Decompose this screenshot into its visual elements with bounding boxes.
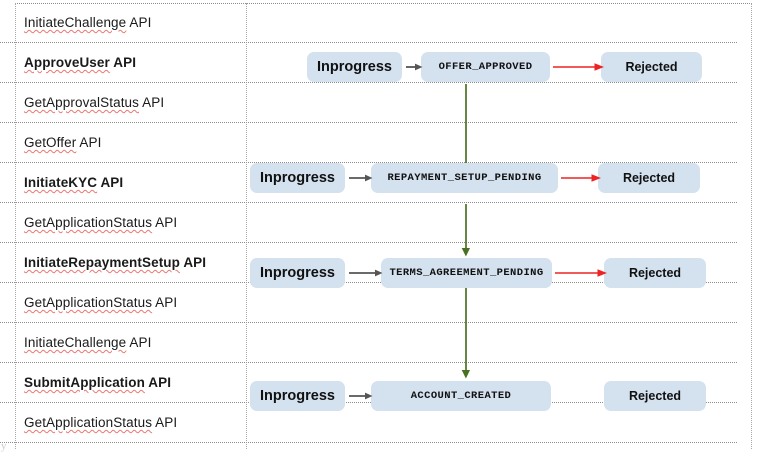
table-row <box>0 403 737 443</box>
inprogress-node[interactable]: Inprogress <box>250 163 345 193</box>
api-name-label: GetApplicationStatus API <box>24 295 178 310</box>
spellcheck-underlined-text: GetApprovalStatus <box>24 95 140 110</box>
table-row <box>0 283 737 323</box>
api-name-label: GetApprovalStatus API <box>24 95 165 110</box>
spellcheck-underlined-text: InitiateChallenge <box>24 15 127 30</box>
api-name-label: GetApplicationStatus API <box>24 215 178 230</box>
inprogress-node[interactable]: Inprogress <box>250 258 345 288</box>
rejected-node[interactable]: Rejected <box>604 258 706 288</box>
api-name-label: InitiateKYC API <box>24 175 124 190</box>
table-row <box>0 163 737 203</box>
rejected-node[interactable]: Rejected <box>604 381 706 411</box>
spellcheck-underlined-text: GetOffer <box>24 135 77 150</box>
api-name-label: InitiateChallenge API <box>24 335 152 350</box>
api-name-label: GetApplicationStatus API <box>24 415 178 430</box>
state-node[interactable]: TERMS_AGREEMENT_PENDING <box>381 258 552 288</box>
api-name-label: GetOffer API <box>24 135 102 150</box>
table-row <box>0 123 737 163</box>
table-row <box>0 203 737 243</box>
table-row <box>0 243 737 283</box>
spellcheck-underlined-text: GetApplicationStatus <box>24 295 153 310</box>
api-name-label: InitiateChallenge API <box>24 15 152 30</box>
spellcheck-underlined-text: InitiateKYC <box>24 175 98 190</box>
api-state-table <box>15 3 752 449</box>
rejected-node[interactable]: Rejected <box>601 52 702 82</box>
spellcheck-underlined-text: InitiateChallenge <box>24 335 127 350</box>
state-node[interactable]: ACCOUNT_CREATED <box>371 381 551 411</box>
table-row <box>0 3 737 43</box>
api-name-label: ApproveUser API <box>24 55 137 70</box>
api-name-label: InitiateRepaymentSetup API <box>24 255 207 270</box>
table-row <box>0 83 737 123</box>
api-name-label: SubmitApplication API <box>24 375 172 390</box>
spellcheck-underlined-text: GetApplicationStatus <box>24 215 153 230</box>
inprogress-node[interactable]: Inprogress <box>307 52 402 82</box>
table-row <box>0 363 737 403</box>
rejected-node[interactable]: Rejected <box>598 163 700 193</box>
spellcheck-underlined-text: InitiateRepaymentSetup <box>24 255 180 270</box>
edge-artifact-glyph: y <box>1 440 7 452</box>
spellcheck-underlined-text: ApproveUser <box>24 55 110 70</box>
table-row <box>0 323 737 363</box>
inprogress-node[interactable]: Inprogress <box>250 381 345 411</box>
table-row <box>0 43 737 83</box>
column-divider <box>246 3 247 449</box>
state-node[interactable]: REPAYMENT_SETUP_PENDING <box>371 163 558 193</box>
spellcheck-underlined-text: SubmitApplication <box>24 375 145 390</box>
spellcheck-underlined-text: GetApplicationStatus <box>24 415 153 430</box>
state-node[interactable]: OFFER_APPROVED <box>421 52 550 82</box>
